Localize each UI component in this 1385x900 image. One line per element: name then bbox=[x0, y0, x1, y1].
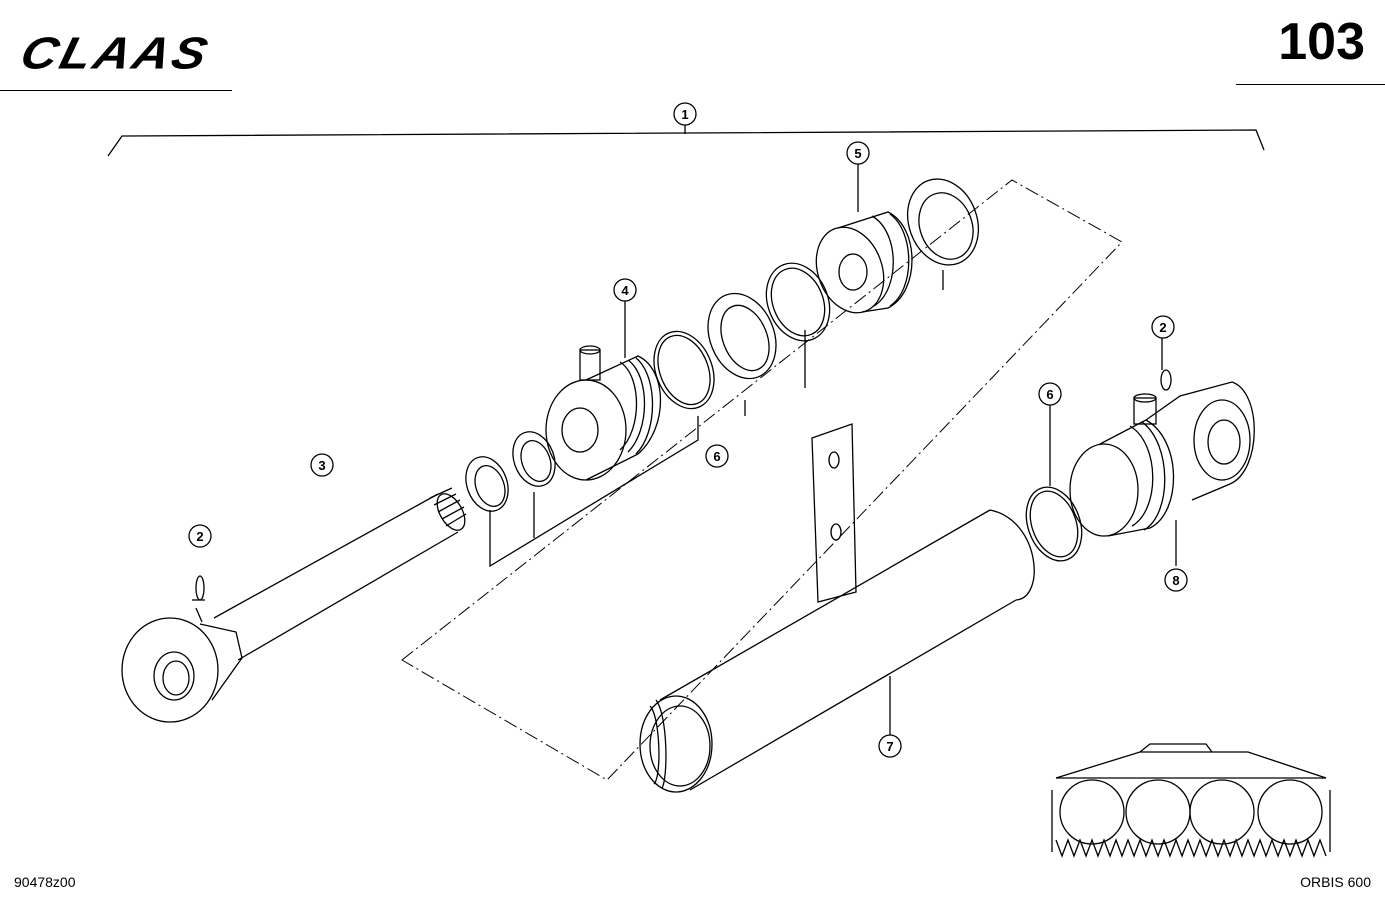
callout-7-circle bbox=[878, 734, 902, 758]
cylinder-head bbox=[545, 300, 662, 481]
callout-8: 8 bbox=[1172, 573, 1179, 588]
rod-seal-rings bbox=[465, 431, 556, 512]
cylinder-tube bbox=[639, 509, 1035, 793]
guide-ring bbox=[907, 178, 979, 266]
callout-1: 1 bbox=[681, 107, 688, 122]
callout-3-circle bbox=[310, 453, 334, 477]
cylinder-base bbox=[1069, 338, 1255, 566]
seal-group-bracket bbox=[489, 270, 944, 568]
assembly-bracket bbox=[107, 129, 1265, 157]
callout-6b: 6 bbox=[1046, 387, 1053, 402]
callout-6b-circle bbox=[1038, 382, 1062, 406]
callout-2a: 2 bbox=[196, 529, 203, 544]
callout-1-circle bbox=[673, 102, 697, 126]
callout-6a: 6 bbox=[713, 449, 720, 464]
callout-8-circle bbox=[1164, 568, 1188, 592]
callout-5-circle bbox=[846, 141, 870, 165]
callout-7: 7 bbox=[886, 739, 893, 754]
o-rings-upper bbox=[653, 262, 831, 410]
drawing-number: 90478z00 bbox=[14, 874, 76, 890]
header-rule-left bbox=[0, 90, 232, 91]
piston bbox=[815, 164, 913, 314]
model-name: ORBIS 600 bbox=[1300, 874, 1371, 890]
callout-2b-circle bbox=[1151, 315, 1175, 339]
mounting-plate bbox=[811, 423, 857, 603]
callout-5: 5 bbox=[854, 146, 861, 161]
page-number: 103 bbox=[1278, 13, 1365, 71]
piston-rod bbox=[121, 487, 467, 723]
callout-3: 3 bbox=[318, 458, 325, 473]
machine-thumbnail bbox=[1051, 743, 1331, 858]
header-rule-right bbox=[1236, 84, 1385, 85]
callout-4: 4 bbox=[621, 283, 629, 298]
o-ring-lower bbox=[1025, 404, 1083, 562]
callout-4-circle bbox=[613, 278, 637, 302]
assembly-axis-envelope bbox=[401, 179, 1123, 781]
callout-2a-circle bbox=[188, 524, 212, 548]
callout-2b: 2 bbox=[1159, 320, 1166, 335]
callout-6a-circle bbox=[705, 444, 729, 468]
